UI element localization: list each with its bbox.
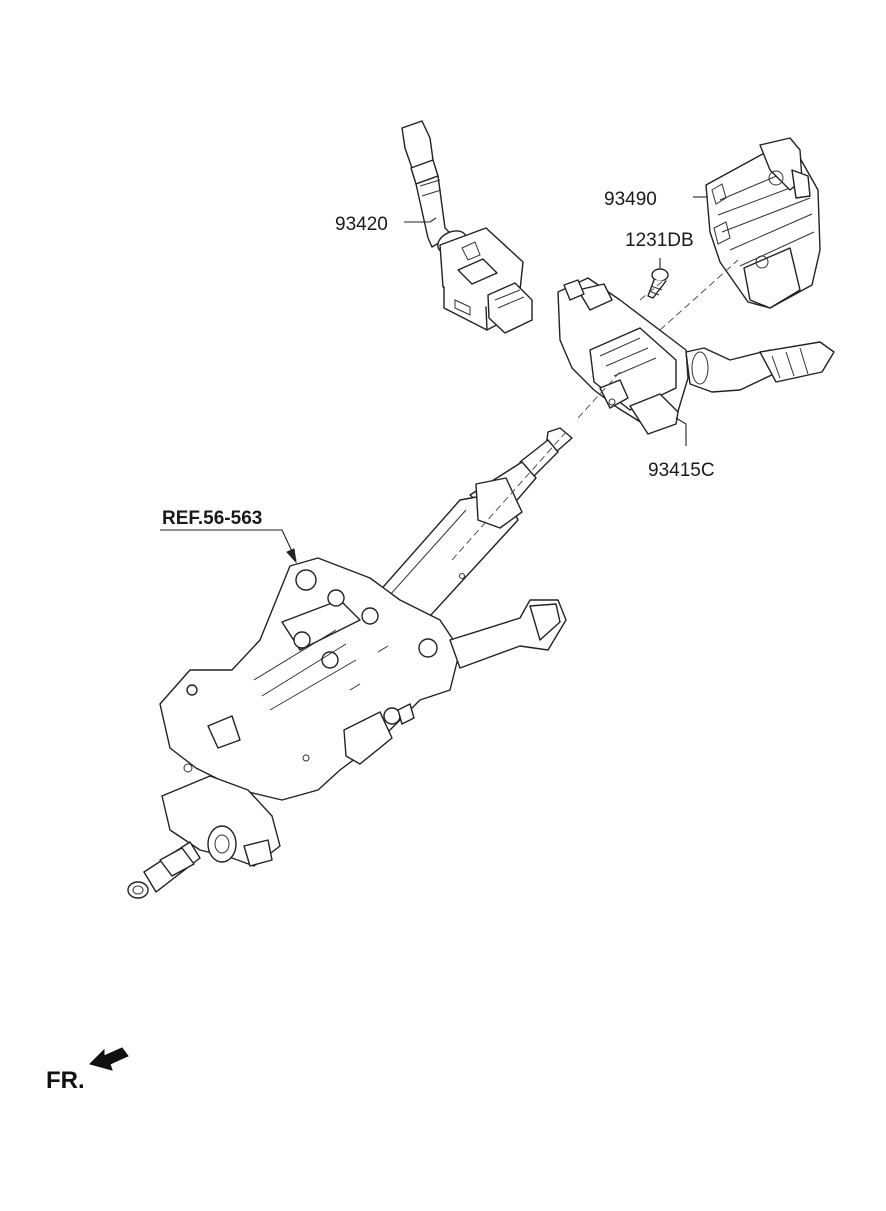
label-93420: 93420 [335,214,388,235]
front-label: FR. [46,1067,85,1094]
front-direction-indicator: FR. [46,1047,129,1094]
label-1231DB: 1231DB [625,230,694,251]
steering-column-assembly[interactable] [127,427,573,899]
part-93490-clock-spring[interactable] [705,137,821,309]
leader-lines [160,196,708,564]
label-93415C: 93415C [648,460,715,481]
part-1231DB-screw[interactable] [647,268,669,299]
label-ref-56-563: REF.56-563 [162,508,262,529]
part-93420-wiper-switch[interactable] [401,120,533,334]
arrow-down-left-icon [89,1047,129,1071]
label-93490: 93490 [604,189,657,210]
part-93415C-switch-assembly[interactable] [557,277,835,435]
